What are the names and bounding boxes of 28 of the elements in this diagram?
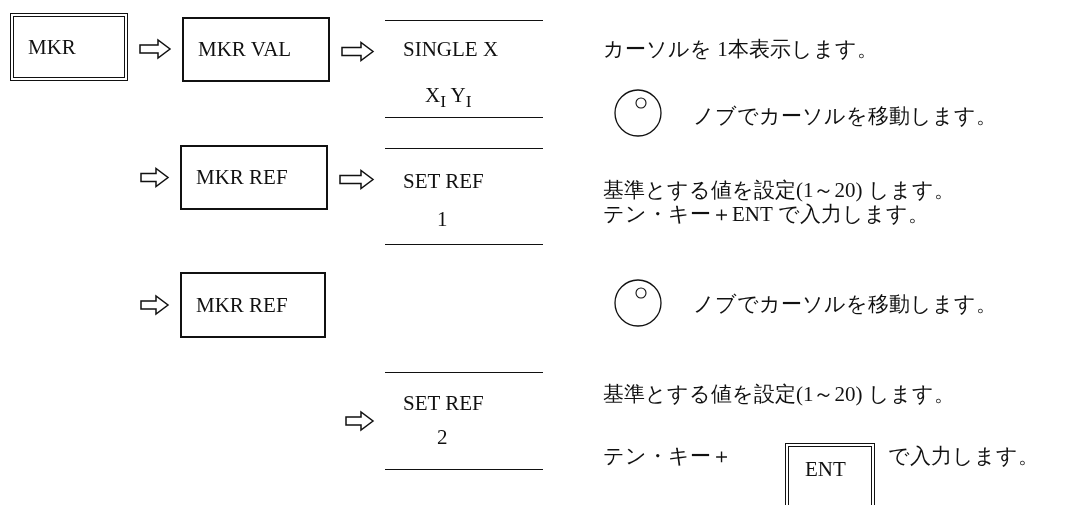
instruction-text: テン・キー＋ xyxy=(603,443,732,470)
instruction-text: 基準とする値を設定(1～20) します。 xyxy=(603,177,955,203)
arrow xyxy=(139,38,172,60)
display-text: X$_{I}$ Y$_{I}$ xyxy=(425,83,472,113)
arrow xyxy=(140,167,170,188)
display-text: 1 xyxy=(437,207,448,232)
arrow xyxy=(140,294,170,316)
display-text: SINGLE X xyxy=(403,37,499,62)
arrow xyxy=(345,410,375,432)
arrow xyxy=(339,169,375,190)
instruction-text: カーソルを 1本表示します。 xyxy=(603,36,878,63)
display-readout xyxy=(385,148,543,245)
instruction-text: テン・キー＋ENT で入力します。 xyxy=(603,202,929,228)
display-text: SET REF xyxy=(403,391,484,416)
key-box: MKR VAL xyxy=(182,17,330,82)
display-text: 2 xyxy=(437,425,448,450)
key-box: MKR REF xyxy=(180,145,328,210)
instruction-text: で入力します。 xyxy=(888,443,1039,470)
key-box: ENT xyxy=(785,443,875,505)
instruction-text: ノブでカーソルを移動します。 xyxy=(693,103,997,130)
arrow xyxy=(341,41,375,62)
display-readout xyxy=(385,20,543,118)
display-readout xyxy=(385,372,543,470)
key-box: MKR REF xyxy=(180,272,326,338)
instruction-text: 基準とする値を設定(1～20) します。 xyxy=(603,381,955,408)
display-text: SET REF xyxy=(403,169,484,194)
key-box: MKR xyxy=(10,13,128,81)
instruction-text: ノブでカーソルを移動します。 xyxy=(693,291,997,318)
